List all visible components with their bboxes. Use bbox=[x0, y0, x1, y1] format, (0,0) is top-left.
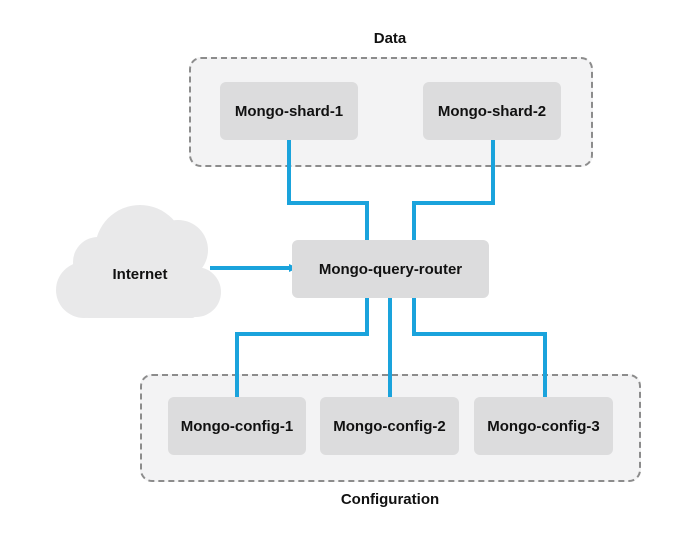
link-shard-1-router bbox=[287, 140, 369, 242]
configuration-group-label: Configuration bbox=[340, 491, 440, 508]
mongo-config-2-node: Mongo-config-2 bbox=[320, 397, 459, 455]
mongo-config-1-node: Mongo-config-1 bbox=[168, 397, 306, 455]
mongo-query-router-node: Mongo-query-router bbox=[292, 240, 489, 298]
data-group-label: Data bbox=[373, 30, 407, 47]
link-shard-2-router bbox=[412, 140, 495, 242]
mongo-shard-1-node: Mongo-shard-1 bbox=[220, 82, 358, 140]
link-router-config-3 bbox=[412, 297, 547, 397]
internet-label: Internet bbox=[112, 266, 168, 283]
mongo-config-3-node: Mongo-config-3 bbox=[474, 397, 613, 455]
mongo-shard-2-node: Mongo-shard-2 bbox=[423, 82, 561, 140]
link-router-config-1 bbox=[235, 297, 369, 397]
